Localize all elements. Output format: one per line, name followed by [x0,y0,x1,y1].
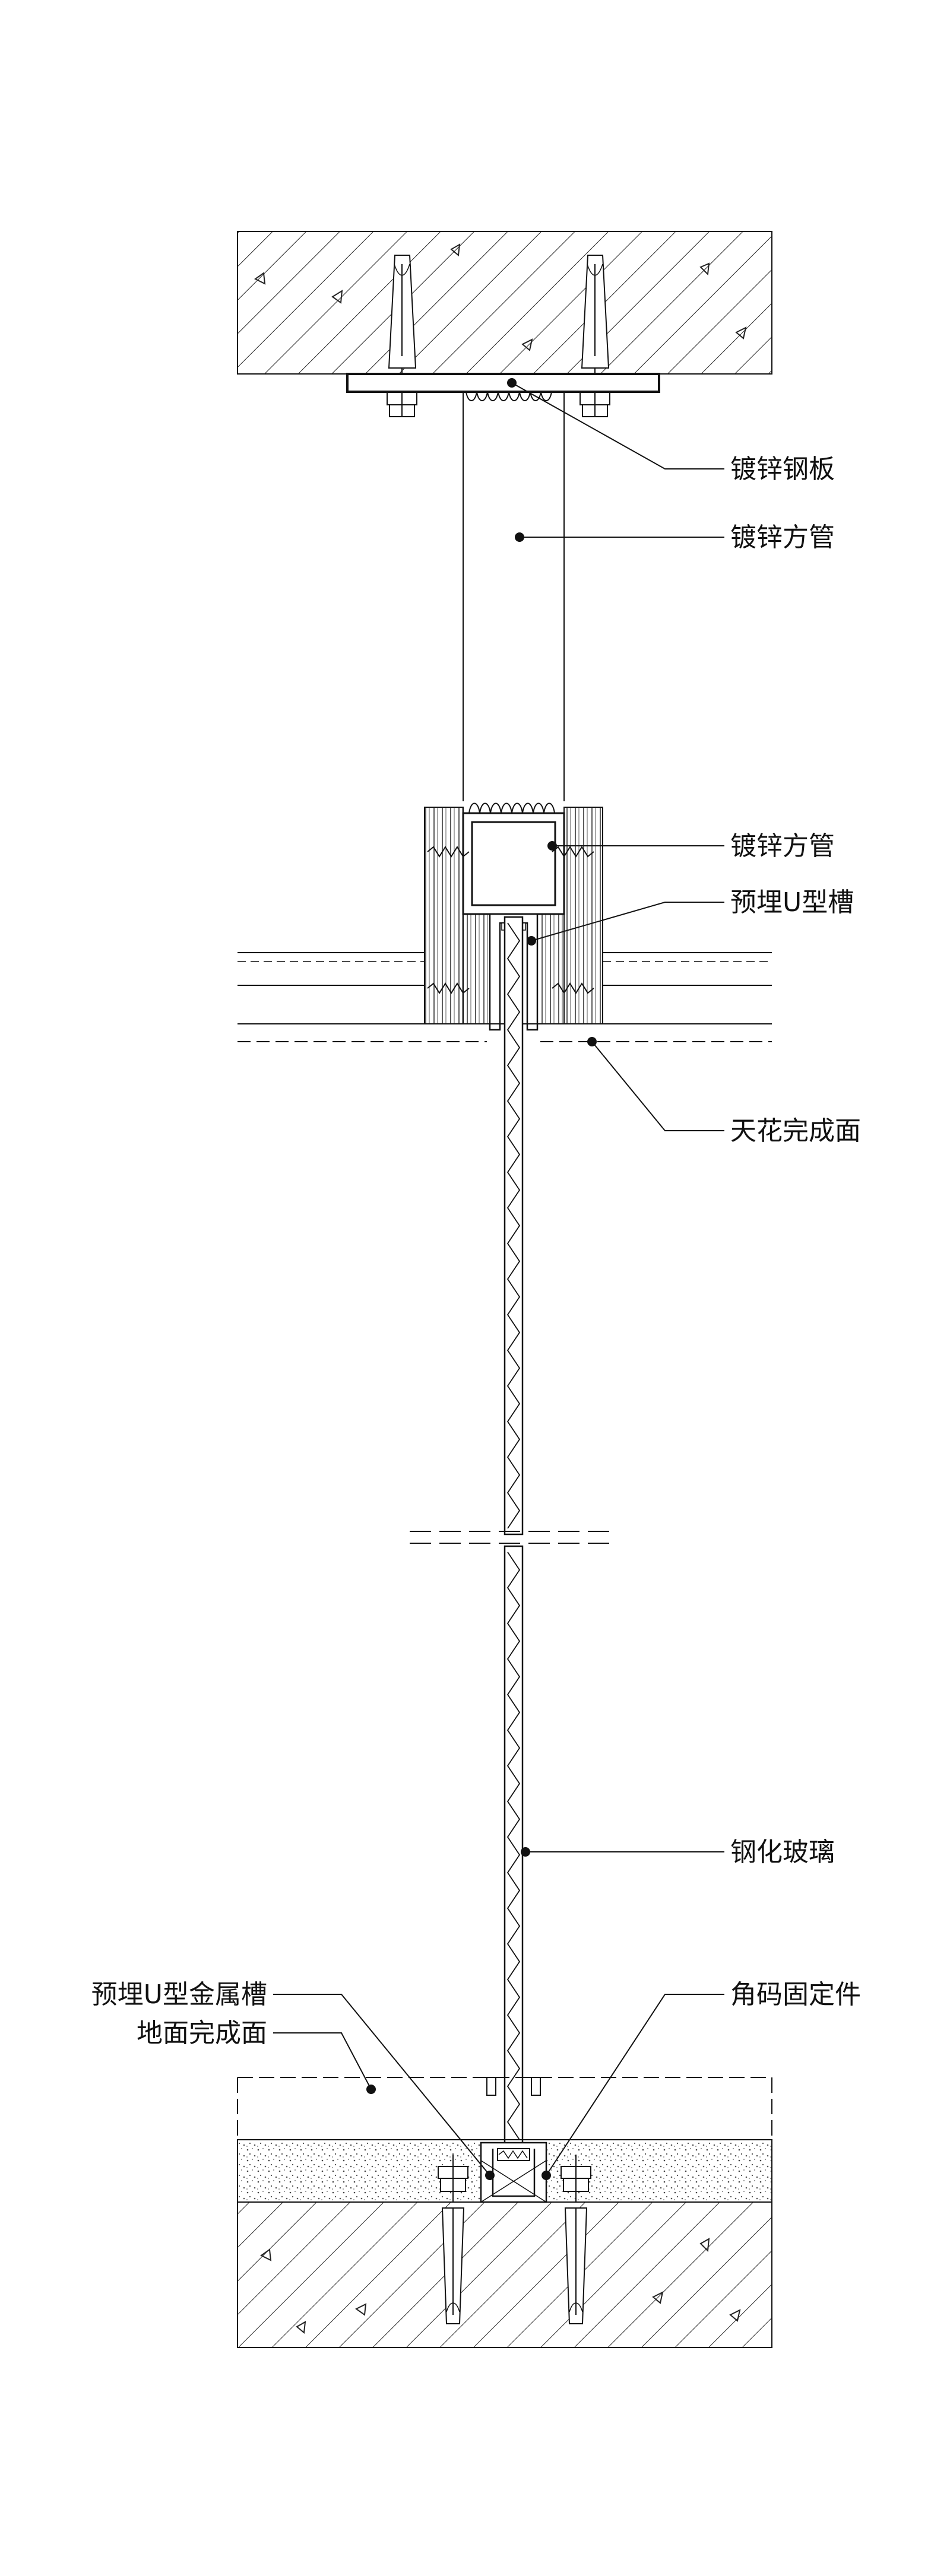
bottom-concrete-slab [237,2201,772,2348]
leader-ceiling-finish [587,1037,724,1131]
top-weld [466,391,552,401]
floor-u-metal-channel [480,2142,547,2203]
leader-galvanized-tube-upper [515,532,724,542]
label-embedded-u-channel: 预埋U型槽 [730,887,854,918]
floor-finish-layer [237,2077,772,2137]
break-line [410,1531,618,1544]
wood-block-left [424,807,464,1024]
ceiling-screws [427,846,594,994]
label-angle-bracket: 角码固定件 [730,1979,861,2010]
label-ceiling-finish: 天花完成面 [730,1116,861,1146]
galvanized-square-tube-section [462,812,565,915]
leader-angle-bracket [542,1994,724,2180]
leader-embedded-u-channel [527,902,724,946]
label-galvanized-tube-upper: 镀锌方管 [730,522,835,553]
label-tempered-glass: 钢化玻璃 [730,1837,835,1867]
leader-embedded-u-metal-channel [273,1994,495,2180]
tube-top-weld [468,802,555,814]
tempered-glass-panel [504,916,524,2153]
bottom-anchor-bolt-left [438,2155,468,2324]
top-concrete-slab [237,231,772,375]
bottom-anchor-bolt-right [560,2155,591,2324]
leader-galvanized-plate [507,378,724,469]
leader-galvanized-tube-lower [547,841,724,851]
label-floor-finish: 地面完成面 [137,2018,267,2048]
label-galvanized-tube-lower: 镀锌方管 [730,831,835,861]
leader-tempered-glass [521,1847,724,1857]
galvanized-square-tube-hanger [463,392,565,801]
floor-finish-edge [486,2077,541,2096]
wood-block-right [563,807,603,1024]
label-galvanized-plate: 镀锌钢板 [730,454,835,484]
top-anchor-bolt-left [387,255,417,417]
label-embedded-u-metal-channel: 预埋U型金属槽 [91,1979,267,2010]
leader-floor-finish [273,2032,376,2094]
galvanized-steel-plate [346,373,660,393]
